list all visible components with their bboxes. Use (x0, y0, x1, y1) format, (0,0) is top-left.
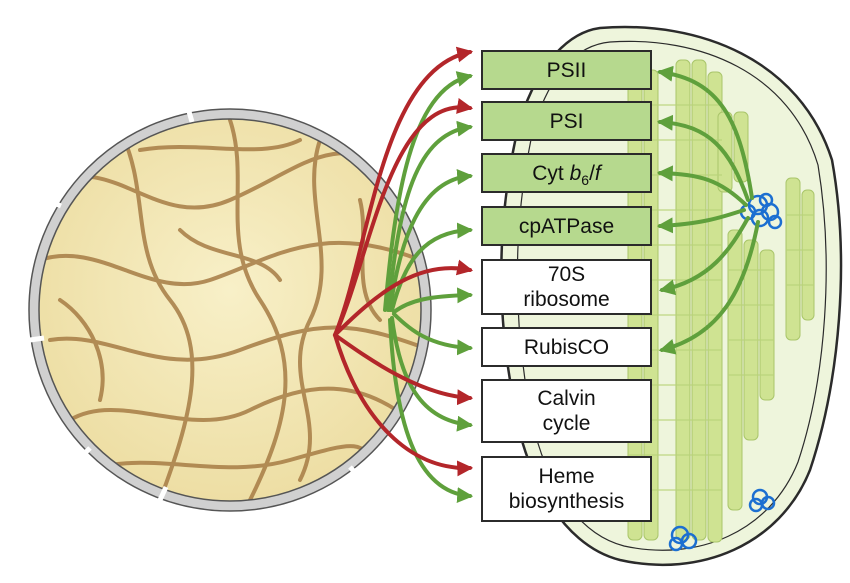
cpatpase-box: cpATPase (481, 206, 652, 246)
arrow-green-psii (383, 71, 474, 312)
cyt-f: f (594, 161, 601, 185)
nuclear-pores (29, 107, 417, 502)
nuclear-envelope (29, 109, 431, 511)
chloroplast-ribosome (668, 525, 698, 552)
arrow-chloroplast-rubisco (658, 220, 760, 355)
rubisco-box: RubisCO (481, 327, 652, 367)
left-green-arrows (383, 71, 474, 504)
ribosome-box: 70S ribosome (481, 259, 652, 315)
arrow-green-heme (388, 318, 474, 504)
cyt-b6f-label: Cyt b6/f (532, 161, 601, 188)
nucleus-arrows (333, 46, 474, 477)
arrow-chloroplast-ribosome (658, 216, 750, 296)
cyt-b: b (569, 161, 582, 185)
chloroplast-arrows (656, 65, 760, 355)
arrow-nucleus-psi (333, 98, 474, 337)
cpatpase-label: cpATPase (518, 214, 615, 238)
ribosome-label: 70S ribosome (523, 263, 610, 311)
chloroplast-ribosome (748, 488, 776, 513)
psii-box: PSII (481, 50, 652, 90)
psi-label: PSI (549, 109, 584, 133)
calvin-label: Calvin cycle (537, 387, 596, 435)
arrow-chloroplast-cpatpase (656, 208, 746, 234)
cyt-slash: / (589, 161, 595, 185)
chloroplast-ribosome-main (739, 192, 783, 230)
calvin-box: Calvin cycle (481, 379, 652, 443)
arrow-green-cpatpase (390, 222, 474, 312)
cyt-b6f-box: Cyt b6/f (481, 153, 652, 193)
thylakoid-stack (785, 177, 815, 341)
arrow-green-rubisco (392, 312, 474, 356)
heme-box: Heme biosynthesis (481, 456, 652, 522)
nucleus (28, 107, 432, 512)
arrow-chloroplast-psii (656, 65, 754, 200)
cyt-sub: 6 (581, 171, 590, 188)
arrow-chloroplast-psi (656, 114, 750, 202)
arrow-green-ribosome (392, 287, 474, 314)
arrow-green-calvin (390, 316, 474, 432)
cyt-prefix: Cyt (532, 161, 570, 185)
psii-label: PSII (546, 58, 587, 82)
heme-label: Heme biosynthesis (508, 465, 625, 513)
arrow-nucleus-heme (333, 333, 474, 477)
arrow-nucleus-calvin (333, 333, 474, 406)
rubisco-label: RubisCO (523, 335, 610, 359)
arrow-green-psi (386, 120, 474, 312)
arrow-nucleus-ribosome (333, 259, 474, 337)
psi-box: PSI (481, 101, 652, 141)
arrow-chloroplast-cyt (656, 165, 748, 207)
